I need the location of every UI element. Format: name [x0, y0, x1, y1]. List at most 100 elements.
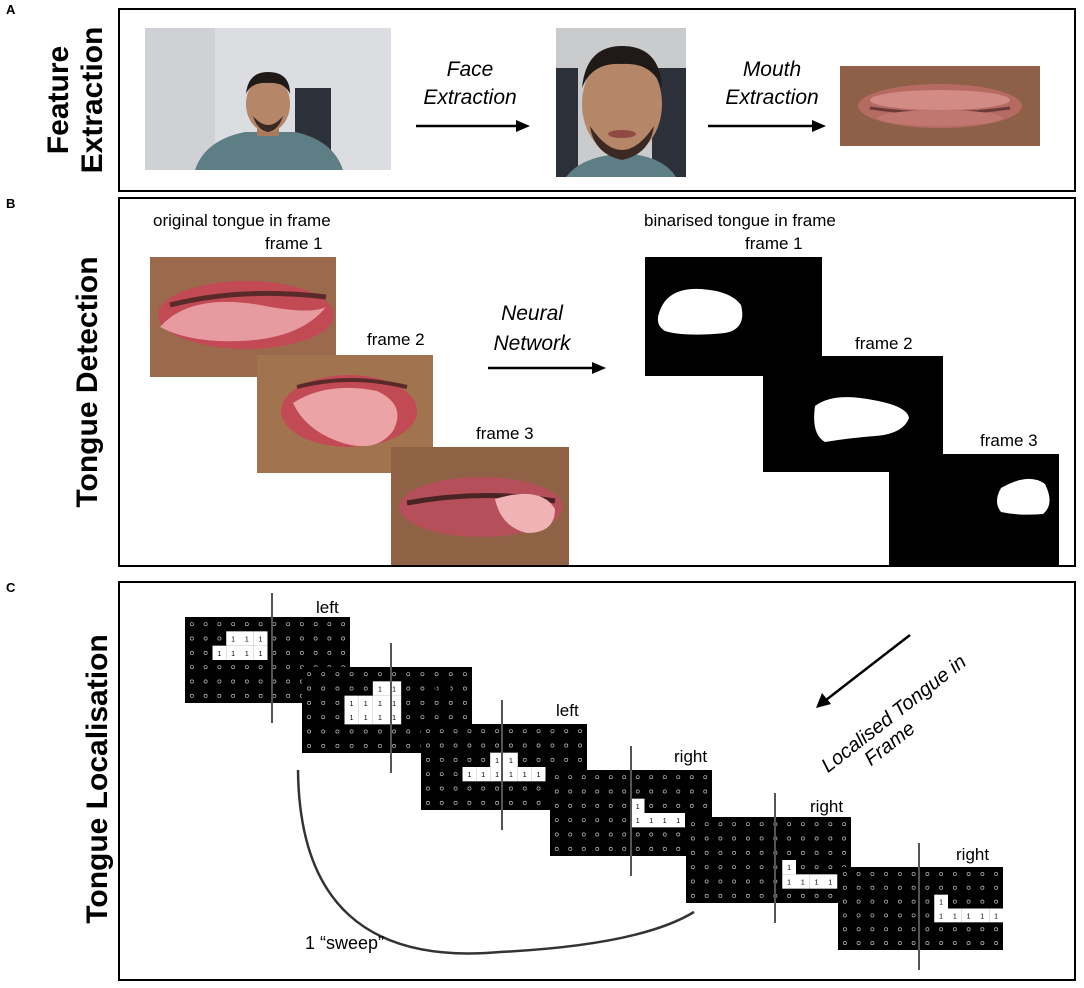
cell-zero-marker: [800, 836, 805, 841]
cell-zero-marker: [690, 822, 695, 827]
mouth-extraction-arrow: [708, 120, 826, 132]
cell-zero-marker: [759, 893, 764, 898]
cell-zero-marker: [392, 743, 397, 748]
cell-zero-marker: [448, 672, 453, 677]
cell-zero-marker: [244, 622, 249, 627]
cell-zero-marker: [327, 622, 332, 627]
tongue-cell: [631, 813, 645, 828]
grid-midline-1: [271, 593, 273, 723]
cell-zero-marker: [842, 850, 847, 855]
cell-one-marker: 1: [815, 880, 819, 887]
cell-zero-marker: [745, 836, 750, 841]
cell-zero-marker: [925, 927, 930, 932]
cell-zero-marker: [842, 836, 847, 841]
cell-zero-marker: [307, 715, 312, 720]
cell-zero-marker: [595, 789, 600, 794]
orig-frame1-label: frame 1: [265, 234, 323, 253]
cell-zero-marker: [884, 871, 889, 876]
cell-zero-marker: [439, 786, 444, 791]
cell-zero-marker: [856, 899, 861, 904]
cell-zero-marker: [313, 636, 318, 641]
cell-zero-marker: [307, 700, 312, 705]
cell-zero-marker: [608, 803, 613, 808]
cell-zero-marker: [662, 846, 667, 851]
bin-tongue-frame3: [889, 454, 1059, 566]
cell-zero-marker: [745, 879, 750, 884]
tongue-cell: [476, 767, 491, 782]
cell-zero-marker: [856, 927, 861, 932]
cell-zero-marker: [870, 913, 875, 918]
cell-zero-marker: [856, 871, 861, 876]
cell-zero-marker: [321, 743, 326, 748]
cell-zero-marker: [203, 650, 208, 655]
cell-zero-marker: [911, 927, 916, 932]
panel-a-title-line2: Extraction: [76, 26, 109, 174]
cell-zero-marker: [536, 729, 541, 734]
cell-zero-marker: [363, 672, 368, 677]
cell-zero-marker: [911, 871, 916, 876]
cell-zero-marker: [994, 941, 999, 946]
cell-zero-marker: [554, 846, 559, 851]
tongue-cell: [226, 645, 240, 660]
cell-zero-marker: [980, 885, 985, 890]
localised-arrow: [816, 634, 911, 708]
cell-zero-marker: [286, 650, 291, 655]
cell-zero-marker: [897, 899, 902, 904]
cell-zero-marker: [481, 786, 486, 791]
cell-zero-marker: [787, 836, 792, 841]
cell-zero-marker: [568, 775, 573, 780]
cell-zero-marker: [377, 672, 382, 677]
tongue-cell: [934, 908, 948, 923]
cell-zero-marker: [286, 622, 291, 627]
cell-one-marker: 1: [378, 701, 382, 708]
cell-zero-marker: [439, 729, 444, 734]
cell-zero-marker: [231, 665, 236, 670]
cell-one-marker: 1: [231, 637, 235, 644]
cell-zero-marker: [718, 879, 723, 884]
cell-zero-marker: [448, 686, 453, 691]
tongue-cell: [240, 631, 254, 646]
cell-zero-marker: [189, 665, 194, 670]
cell-zero-marker: [595, 803, 600, 808]
cell-zero-marker: [286, 636, 291, 641]
cell-zero-marker: [952, 899, 957, 904]
cell-zero-marker: [897, 927, 902, 932]
tongue-cell: [253, 645, 268, 660]
cell-zero-marker: [341, 650, 346, 655]
cell-zero-marker: [307, 743, 312, 748]
cell-zero-marker: [759, 822, 764, 827]
cell-one-marker: 1: [953, 913, 957, 920]
tongue-cell: [504, 752, 518, 767]
cell-zero-marker: [649, 846, 654, 851]
full-frame-photo: [145, 28, 391, 170]
cell-zero-marker: [884, 913, 889, 918]
cell-zero-marker: [856, 885, 861, 890]
cell-zero-marker: [925, 899, 930, 904]
mouth-crop-photo: [840, 66, 1040, 146]
cell-zero-marker: [481, 800, 486, 805]
tongue-cell: [212, 645, 227, 660]
cell-zero-marker: [622, 832, 627, 837]
cell-zero-marker: [800, 850, 805, 855]
cell-zero-marker: [554, 789, 559, 794]
cell-zero-marker: [522, 743, 527, 748]
cell-zero-marker: [703, 803, 708, 808]
cell-zero-marker: [676, 803, 681, 808]
bin-tongue-frame1-mask: [657, 288, 743, 335]
cell-zero-marker: [689, 789, 694, 794]
cell-one-marker: 1: [231, 651, 235, 658]
cell-zero-marker: [508, 786, 513, 791]
panel-a-title-line1: Feature: [42, 45, 75, 155]
cell-zero-marker: [341, 636, 346, 641]
cell-zero-marker: [649, 803, 654, 808]
cell-zero-marker: [286, 693, 291, 698]
cell-zero-marker: [425, 729, 430, 734]
cell-zero-marker: [203, 622, 208, 627]
cell-zero-marker: [622, 803, 627, 808]
tongue-cell: [462, 767, 477, 782]
cell-zero-marker: [453, 757, 458, 762]
